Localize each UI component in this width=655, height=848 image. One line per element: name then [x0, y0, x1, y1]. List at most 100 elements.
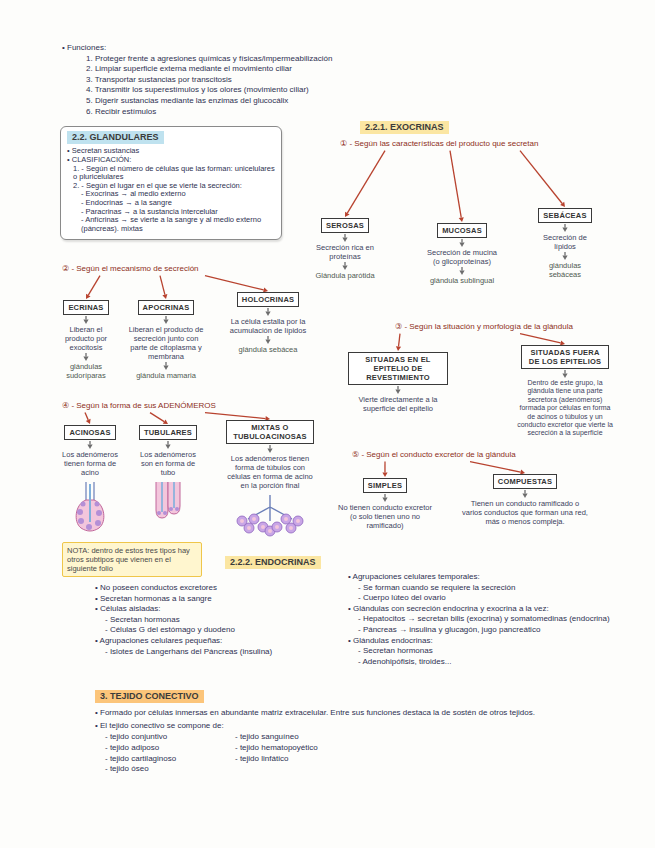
criterion-arrow-line — [520, 151, 562, 204]
function-item: 2. Limpiar superficie externa mediante e… — [86, 64, 462, 74]
description-text: Tienen un conducto ramificado o varios c… — [461, 499, 589, 526]
category-box: ACINOSAS — [64, 425, 115, 440]
description-text: Secreción rica en proteínas — [314, 243, 376, 261]
criterion-label: ② - Según el mecanismo de secreción — [62, 264, 302, 274]
glandulares-panel-text: • Secretan sustancias — [67, 147, 275, 156]
criterion-arrow-head — [459, 217, 464, 222]
criterion-arrow-head — [396, 346, 401, 351]
tubular-gland-drawing — [150, 482, 186, 520]
glandulares-panel-text: 1. - Según el número de células que las … — [73, 165, 275, 182]
list-item: - tejido óseo — [105, 764, 230, 774]
criterion-arrow-head — [86, 294, 91, 299]
chain-arrow-line — [384, 494, 385, 498]
criterion-arrow — [520, 334, 565, 346]
bullet-item: • No poseen conductos excretores — [95, 583, 335, 593]
bullet-item: - Células G del estómago y duodeno — [105, 625, 335, 635]
chain-arrow-head — [265, 340, 270, 345]
criterion-arrow-line — [88, 276, 100, 296]
bullet-item: - Cuerpo lúteo del ovario — [358, 593, 640, 603]
criterion-arrow — [86, 276, 100, 299]
description-text: Los adenómeros tienen forma de acino — [59, 450, 121, 477]
chain-arrow-head — [459, 271, 464, 276]
chain-arrow-line — [344, 262, 345, 266]
list-item: - tejido cartilaginoso — [105, 754, 230, 764]
chain-arrow-line — [267, 336, 268, 340]
category-box: SEBÁCEAS — [538, 208, 591, 223]
category-box-text: TUBULARES — [144, 428, 192, 437]
bullet-item: - Adenohipófisis, tiroides... — [358, 657, 640, 667]
category-box: APOCRINAS — [138, 300, 195, 315]
chain-arrow — [87, 441, 92, 449]
category-box-text: ECRINAS — [68, 303, 103, 312]
criterion-arrow — [470, 462, 525, 475]
description-text: La célula estalla por la acumulación de … — [226, 317, 311, 335]
criterion-arrow-line — [150, 413, 164, 422]
chain-arrow — [395, 386, 400, 394]
criterion-arrow-line — [85, 413, 88, 420]
chain-arrow-line — [85, 316, 86, 320]
category-box: MUCOSAS — [437, 223, 487, 238]
function-item: 5. Digerir sustancias mediante las enzim… — [86, 96, 462, 106]
chain-arrow-line — [397, 386, 398, 390]
chain-arrow-line — [461, 239, 462, 243]
description-text: Liberan el producto de secreción junto c… — [127, 325, 205, 361]
chain-arrow-head — [163, 320, 168, 325]
section-heading: 2.2.1. EXOCRINAS — [360, 121, 449, 134]
bullet-item: - Islotes de Langerhans del Páncreas (in… — [105, 647, 335, 657]
chain-arrow — [267, 445, 272, 453]
criterion-arrow — [345, 151, 385, 217]
chain-arrow-line — [167, 441, 168, 445]
criterion-label: ① - Según las características del produc… — [340, 139, 635, 149]
note-box: NOTA: dentro de estos tres tipos hay otr… — [62, 542, 202, 577]
chain-arrow — [562, 252, 567, 260]
criterion-label: ⑤ - Según el conducto excretor de la glá… — [352, 450, 602, 460]
chain-arrow-head — [562, 374, 567, 379]
bullet-item: - Se forman cuando se requiere la secrec… — [358, 583, 640, 593]
chain-arrow-line — [564, 224, 565, 228]
criterion-arrow-head — [162, 294, 167, 299]
chain-arrow — [265, 308, 270, 316]
category-box: HOLOCRINAS — [237, 292, 299, 307]
criterion-arrow — [85, 413, 91, 424]
criterion-arrow-line — [347, 151, 385, 214]
chain-arrow — [342, 234, 347, 242]
criterion-arrow — [396, 334, 401, 351]
criterion-arrow-line — [470, 462, 521, 472]
category-box: SITUADAS FUERA DE LOS EPITELIOS — [521, 345, 609, 369]
glandulares-panel-text: 2. - Según el lugar en el que se vierte … — [73, 182, 275, 191]
note-box-text: NOTA: dentro de estos tres tipos hay otr… — [67, 546, 197, 573]
section-heading-text: 2.2.2. ENDOCRINAS — [230, 557, 316, 568]
criterion-arrow-line — [399, 334, 400, 347]
description-text: Los adenómeros son en forma de tubo — [136, 450, 200, 477]
category-box: MIXTAS O TUBULOACINOSAS — [226, 420, 314, 444]
bullet-item: • Agrupaciones celulares temporales: — [348, 572, 640, 582]
chain-arrow-line — [564, 370, 565, 374]
bullet-item: - Hepatocitos → secretan bilis (exocrina… — [358, 614, 640, 624]
category-box-text: HOLOCRINAS — [242, 295, 294, 304]
chain-arrow-line — [461, 267, 462, 271]
category-box-text: APOCRINAS — [143, 303, 190, 312]
glandulares-panel: 2.2. GLANDULARES• Secretan sustancias• C… — [60, 126, 282, 240]
section-heading: 2.2.2. ENDOCRINAS — [225, 556, 321, 569]
category-box: COMPUESTAS — [493, 474, 557, 489]
chain-arrow-head — [267, 449, 272, 454]
bullet-item: • Células aisladas: — [95, 604, 335, 614]
category-box-text: SEROSAS — [326, 221, 364, 230]
category-box: SITUADAS EN EL EPITELIO DE REVESTIMIENTO — [348, 352, 448, 385]
example-text: glándulas sebáceas — [532, 261, 598, 279]
chain-arrow-head — [265, 312, 270, 317]
chain-arrow-line — [269, 445, 270, 449]
criterion-arrow — [382, 462, 387, 477]
chain-arrow-line — [85, 353, 86, 357]
description-text: Vierte directamente a la superficie del … — [346, 395, 450, 413]
section-heading-text: 2.2.1. EXOCRINAS — [365, 122, 444, 133]
chain-arrow — [163, 362, 168, 370]
chain-arrow-head — [342, 266, 347, 271]
criterion-arrow — [450, 151, 464, 222]
category-box-text: SIMPLES — [368, 481, 402, 490]
example-text: Glándula parótida — [314, 271, 376, 280]
chain-arrow-line — [165, 362, 166, 366]
list-item: - tejido sanguíneo — [235, 732, 395, 742]
category-box: SIMPLES — [363, 478, 407, 493]
category-box: SEROSAS — [321, 218, 369, 233]
